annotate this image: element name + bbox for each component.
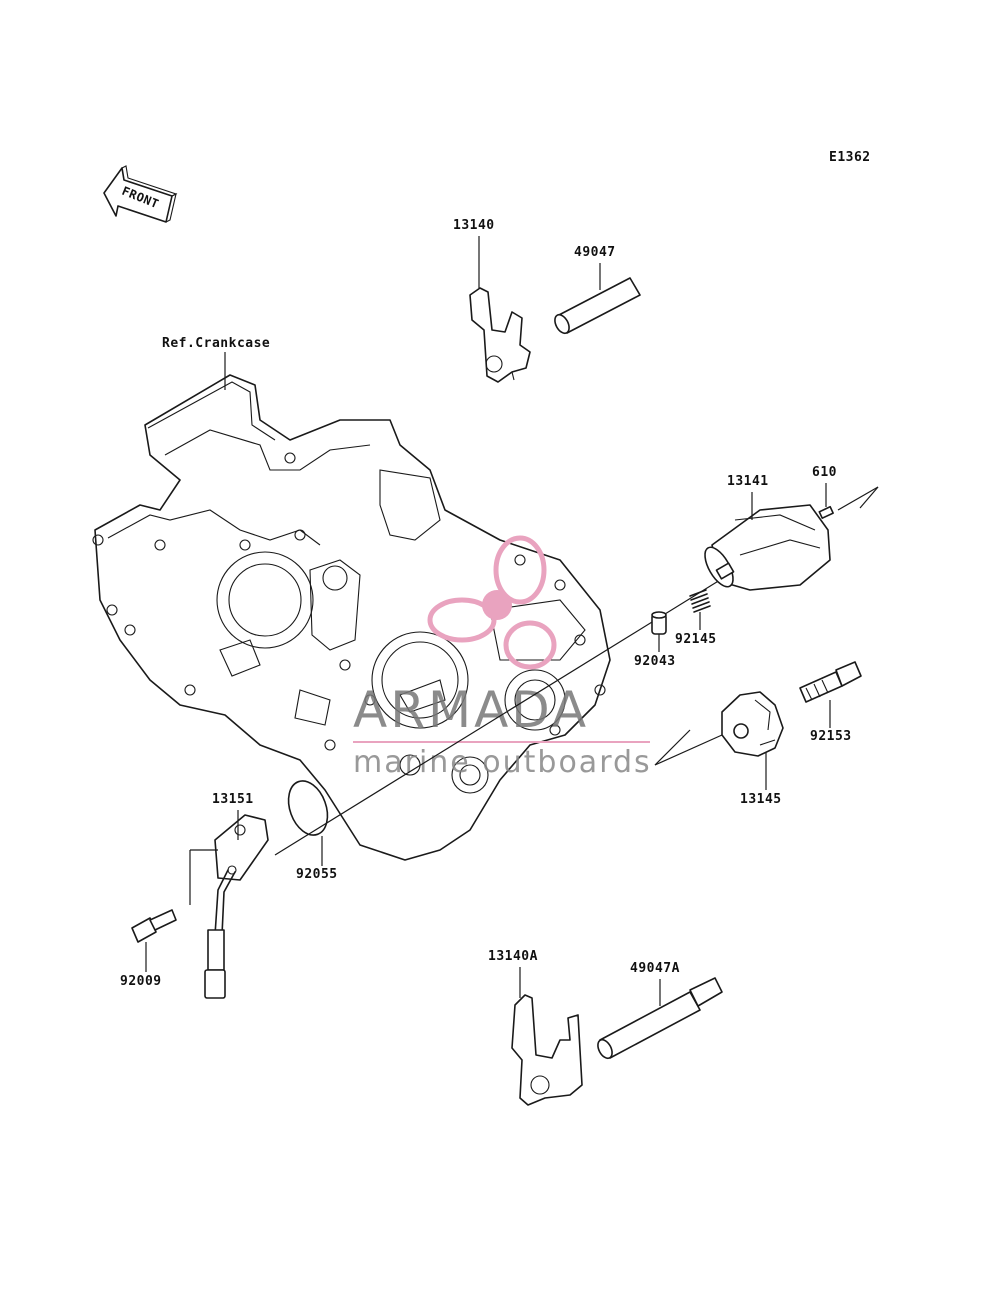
ref-crankcase-label: Ref.Crankcase <box>162 336 270 351</box>
cam-13145 <box>721 691 784 757</box>
propeller-logo-icon <box>427 535 557 670</box>
part-label-13141: 13141 <box>727 474 769 489</box>
part-label-13140: 13140 <box>453 218 495 233</box>
watermark-brand: ARMADA <box>353 681 589 739</box>
front-label: FRONT <box>120 184 161 211</box>
part-label-92043: 92043 <box>634 654 676 669</box>
axis-610 <box>837 486 879 511</box>
diagram-code: E1362 <box>829 150 871 165</box>
part-label-49047A: 49047A <box>630 961 680 976</box>
spring-92145 <box>689 589 711 613</box>
part-label-13140A: 13140A <box>488 949 538 964</box>
front-arrow-icon: FRONT <box>103 165 178 223</box>
shift-drum-13141 <box>704 504 831 591</box>
part-label-49047: 49047 <box>574 245 616 260</box>
neutral-switch-13151 <box>204 814 269 999</box>
crankcase-drawing <box>92 374 611 861</box>
shift-fork-13140 <box>469 287 531 383</box>
watermark-tagline: marine outboards <box>353 745 652 780</box>
bolt-92153 <box>799 661 862 703</box>
part-label-13151: 13151 <box>212 792 254 807</box>
shift-rod-49047A <box>597 977 723 1060</box>
part-label-92153: 92153 <box>810 729 852 744</box>
armada-watermark: ARMADA marine outboards <box>353 535 652 780</box>
shift-fork-13140A <box>511 994 583 1106</box>
part-label-610: 610 <box>812 465 837 480</box>
part-label-13145: 13145 <box>740 792 782 807</box>
pin-610 <box>818 505 834 519</box>
part-label-92009: 92009 <box>120 974 162 989</box>
axis-610-b <box>859 486 879 509</box>
axis-13145-b <box>654 729 691 766</box>
part-label-92055: 92055 <box>296 867 338 882</box>
shift-rod-49047 <box>554 277 641 335</box>
axis-13145 <box>654 734 723 766</box>
o-ring-92055 <box>287 780 329 836</box>
pin-92043 <box>651 611 667 635</box>
bracket-13151 <box>189 849 218 905</box>
part-label-92145: 92145 <box>675 632 717 647</box>
axis-line <box>274 579 721 856</box>
bolt-92009 <box>131 909 177 943</box>
